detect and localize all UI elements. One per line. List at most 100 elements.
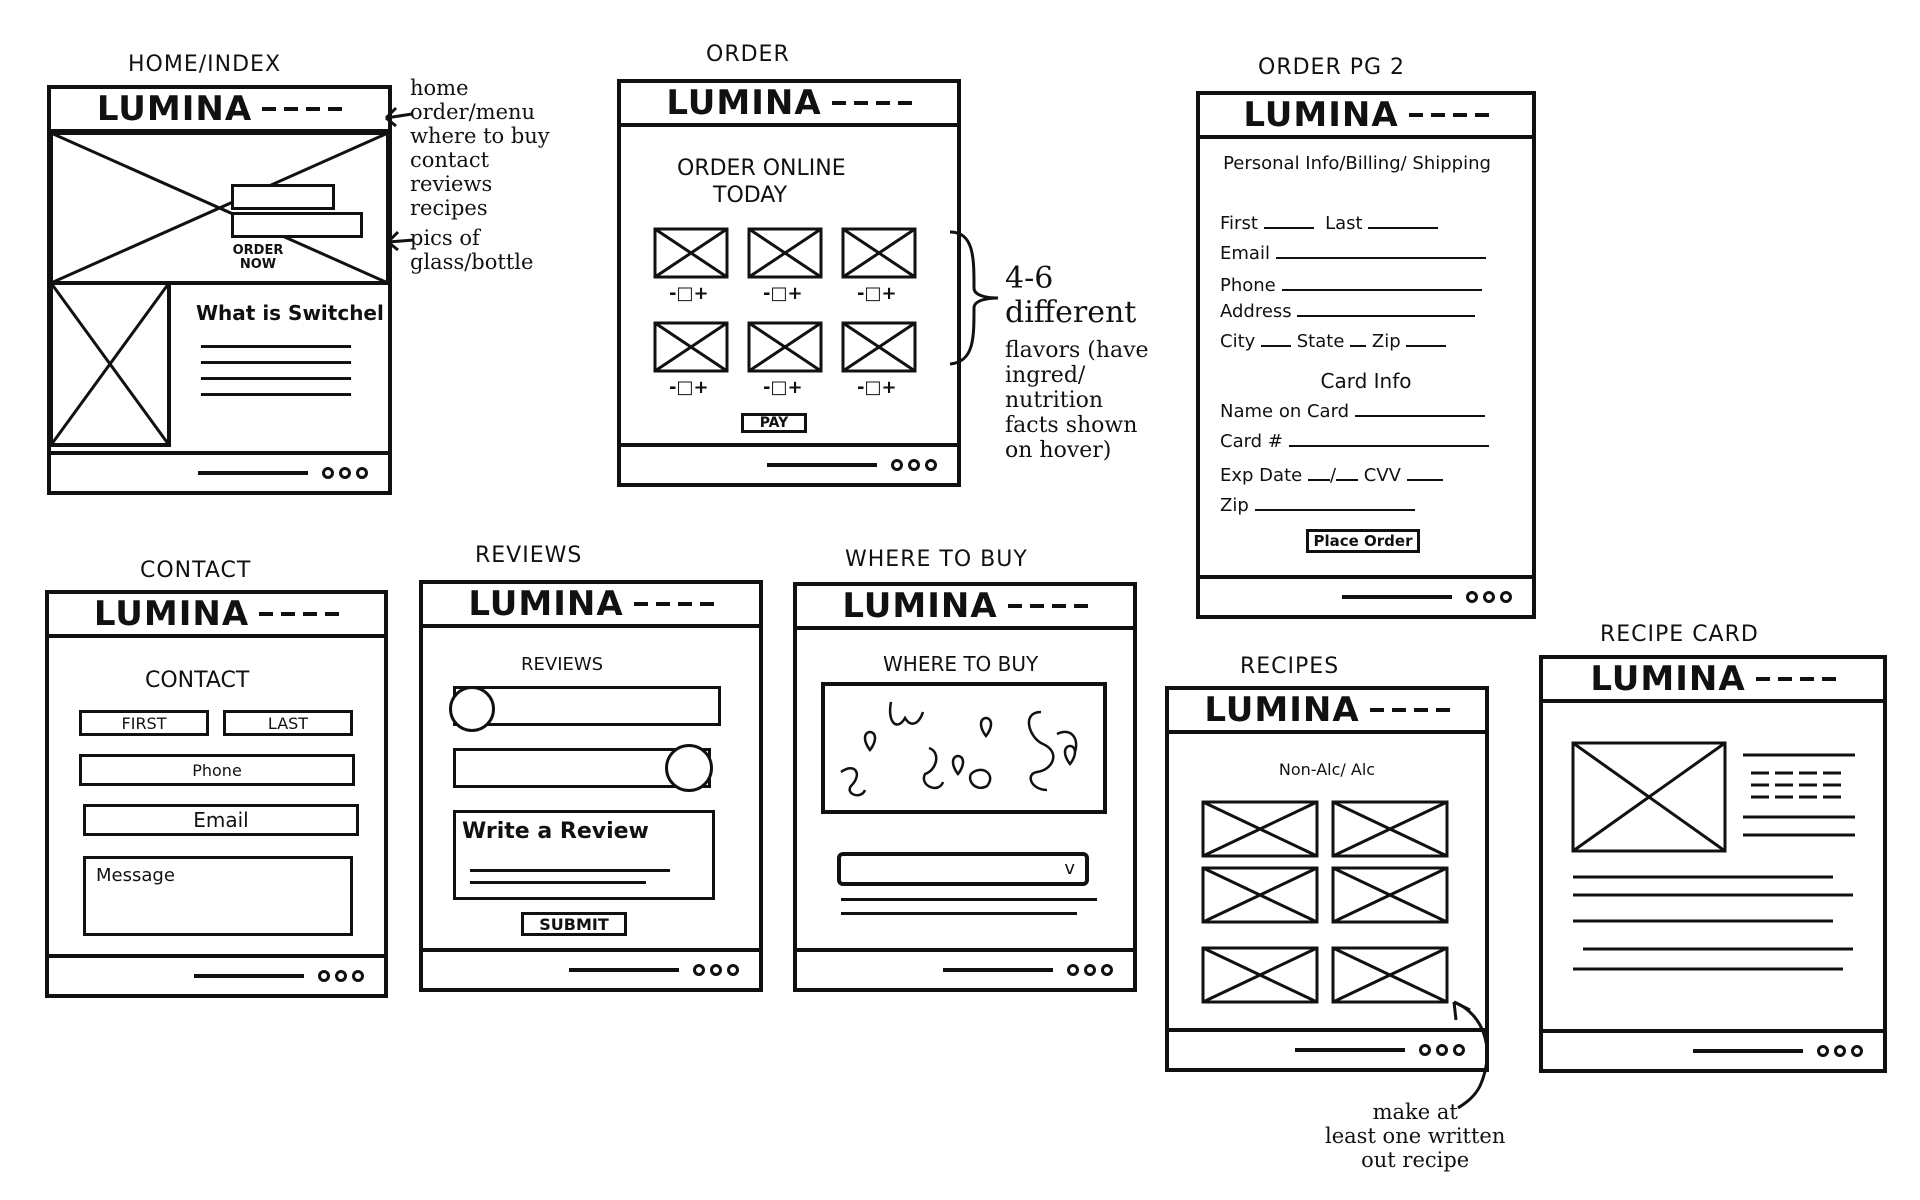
name-on-card-field[interactable]: Name on Card	[1220, 401, 1485, 422]
contact-heading: CONTACT	[145, 668, 250, 693]
hero-bar-1	[231, 184, 335, 210]
store-map[interactable]	[821, 682, 1107, 816]
pics-annotation: pics of glass/bottle	[410, 226, 534, 274]
email-input[interactable]: Email	[83, 804, 359, 836]
social-icons[interactable]	[1466, 591, 1512, 603]
quantity-stepper[interactable]: -□+	[857, 377, 897, 398]
order-heading-2: TODAY	[713, 183, 788, 208]
nav-menu[interactable]	[262, 107, 343, 111]
place-order-button[interactable]: Place Order	[1306, 529, 1420, 553]
nav-menu[interactable]	[1755, 677, 1836, 681]
text-line	[841, 912, 1077, 915]
social-icons[interactable]	[318, 970, 364, 982]
wireframe-contact: LUMINA CONTACT FIRST LAST Phone Email Me…	[45, 590, 388, 998]
nav-menu[interactable]	[1369, 708, 1450, 712]
social-icons[interactable]	[1067, 964, 1113, 976]
text-line	[470, 881, 646, 884]
social-icons[interactable]	[693, 964, 739, 976]
wireframe-recipe-card: LUMINA	[1539, 655, 1887, 1073]
site-header: LUMINA	[1200, 95, 1532, 139]
recipe-image-placeholder	[1571, 741, 1855, 971]
label-reviews: REVIEWS	[475, 543, 583, 568]
wireframe-reviews: LUMINA REVIEWS Write a Review SUBMIT	[419, 580, 763, 992]
label-order-pg2: ORDER PG 2	[1258, 55, 1406, 80]
text-line	[201, 377, 351, 380]
nav-menu[interactable]	[831, 101, 912, 105]
billing-zip-field[interactable]: Zip	[1220, 495, 1415, 516]
quantity-stepper[interactable]: -□+	[669, 377, 709, 398]
social-icons[interactable]	[1817, 1045, 1863, 1057]
footer-line	[943, 968, 1053, 972]
card-info-heading: Card Info	[1320, 369, 1412, 393]
recipe-grid	[1201, 800, 1449, 1004]
wireframe-order: LUMINA ORDER ONLINE TODAY -□+ -□+ -□+ -□…	[617, 79, 961, 487]
text-line	[201, 361, 351, 364]
first-field[interactable]: First Last	[1220, 213, 1439, 234]
label-recipes: RECIPES	[1240, 654, 1340, 679]
brand-logo: LUMINA	[468, 584, 624, 624]
submit-button[interactable]: SUBMIT	[521, 912, 627, 936]
hero-image-placeholder	[51, 131, 388, 447]
label-recipe-card: RECIPE CARD	[1600, 622, 1759, 647]
last-name-input[interactable]: LAST	[223, 710, 353, 736]
order-heading: ORDER ONLINE	[677, 156, 846, 181]
nav-menu[interactable]	[259, 612, 340, 616]
first-name-input[interactable]: FIRST	[79, 710, 209, 736]
address-field[interactable]: Address	[1220, 301, 1476, 322]
social-icons[interactable]	[322, 467, 368, 479]
social-icons[interactable]	[891, 459, 937, 471]
location-dropdown[interactable]: v	[837, 852, 1089, 886]
order-now-button[interactable]: ORDER NOW	[223, 244, 293, 272]
brand-logo: LUMINA	[96, 89, 253, 129]
site-footer	[423, 948, 759, 988]
brand-logo: LUMINA	[1243, 95, 1399, 135]
phone-input[interactable]: Phone	[79, 754, 355, 786]
nav-menu[interactable]	[1007, 604, 1088, 608]
hero-bar-2	[231, 212, 363, 238]
text-line	[841, 898, 1097, 901]
phone-field[interactable]: Phone	[1220, 275, 1482, 296]
product-grid	[653, 227, 917, 373]
site-footer	[1169, 1028, 1485, 1068]
card-number-field[interactable]: Card #	[1220, 431, 1489, 452]
footer-line	[1295, 1048, 1405, 1052]
text-line	[201, 393, 351, 396]
alc-filter[interactable]: Non-Alc/ Alc	[1278, 760, 1376, 779]
footer-line	[198, 471, 308, 475]
wireframe-order-pg2: LUMINA Personal Info/Billing/ Shipping F…	[1196, 91, 1536, 619]
nav-menu[interactable]	[633, 602, 714, 606]
brand-logo: LUMINA	[1204, 690, 1360, 730]
footer-line	[1342, 595, 1452, 599]
site-footer	[1543, 1029, 1883, 1069]
quantity-stepper[interactable]: -□+	[763, 377, 803, 398]
annotation-arrow	[1452, 1000, 1489, 1110]
chevron-down-icon: v	[1064, 858, 1075, 879]
social-icons[interactable]	[1419, 1044, 1465, 1056]
wireframe-where-to-buy: LUMINA WHERE TO BUY v	[793, 582, 1137, 992]
write-review-textarea[interactable]: Write a Review	[453, 810, 715, 900]
label-where-to-buy: WHERE TO BUY	[845, 547, 1028, 572]
label-order: ORDER	[706, 42, 790, 67]
site-footer	[1200, 575, 1532, 615]
where-to-buy-heading: WHERE TO BUY	[883, 652, 1039, 676]
quantity-stepper[interactable]: -□+	[763, 283, 803, 304]
site-footer	[51, 451, 388, 491]
pay-button[interactable]: PAY	[741, 413, 807, 433]
avatar	[665, 744, 713, 792]
brand-logo: LUMINA	[666, 83, 822, 123]
recipe-annotation: make at least one written out recipe	[1325, 1100, 1506, 1172]
text-line	[470, 869, 670, 872]
site-footer	[49, 954, 384, 994]
flavors-annotation-big: 4-6 different	[1005, 261, 1137, 330]
brand-logo: LUMINA	[93, 594, 250, 634]
exp-cvv-field[interactable]: Exp Date / CVV	[1220, 465, 1443, 486]
write-review-label: Write a Review	[462, 819, 649, 844]
city-state-zip-field[interactable]: City State Zip	[1220, 331, 1447, 352]
message-textarea[interactable]: Message	[83, 856, 353, 936]
quantity-stepper[interactable]: -□+	[669, 283, 709, 304]
quantity-stepper[interactable]: -□+	[857, 283, 897, 304]
email-field[interactable]: Email	[1220, 243, 1486, 264]
nav-menu[interactable]	[1408, 113, 1489, 117]
label-contact: CONTACT	[140, 558, 252, 583]
brand-logo: LUMINA	[1590, 659, 1746, 699]
